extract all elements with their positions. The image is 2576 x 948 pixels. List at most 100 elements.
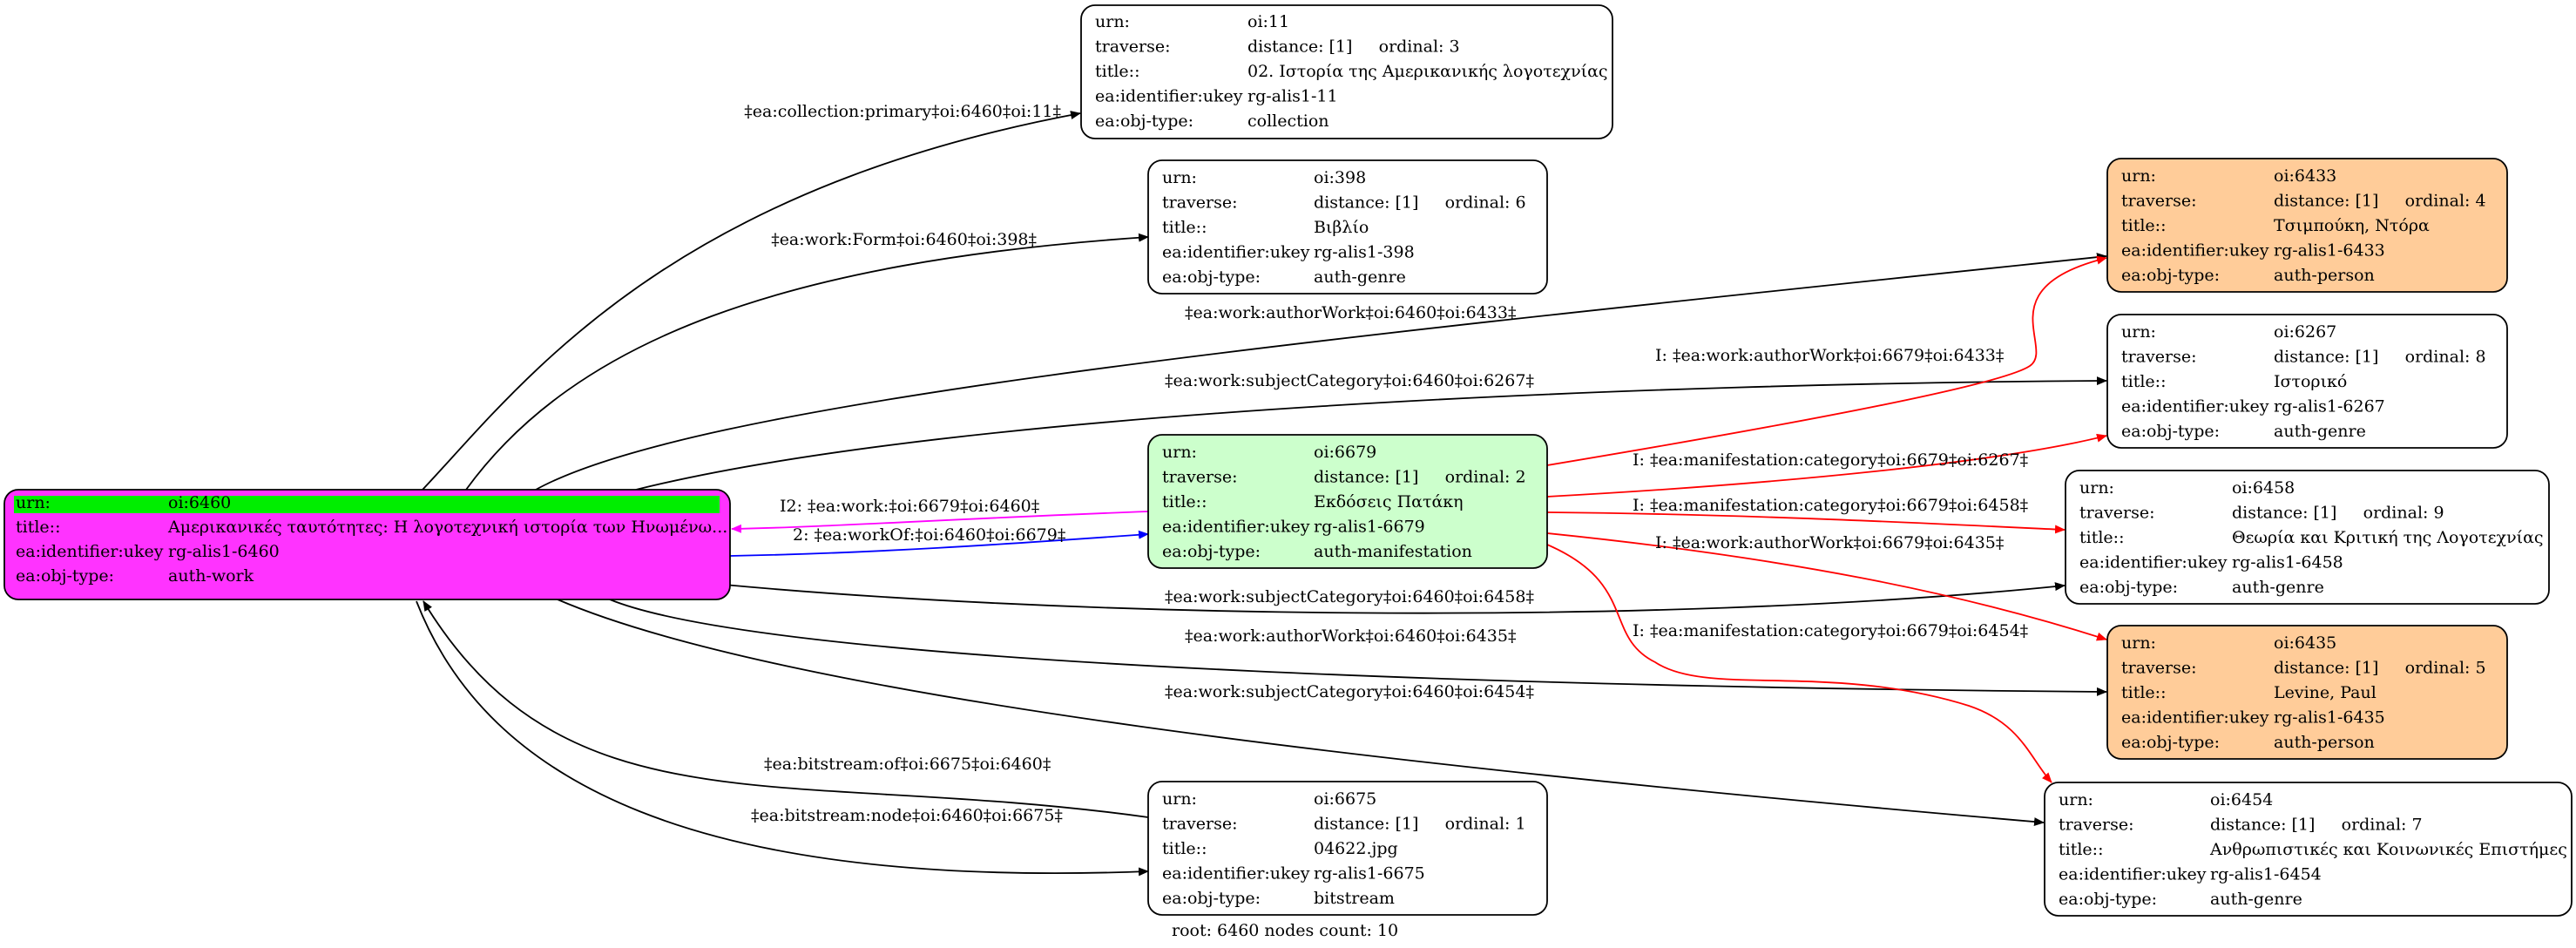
node-field-value: rg-alis1-6454: [2210, 865, 2322, 884]
node-field-key: title::: [2121, 683, 2166, 702]
node-6675[interactable]: urn: oi:6675 traverse: distance: [1] ordina…: [1147, 781, 1548, 916]
node-field-value: oi:11: [1247, 12, 1289, 31]
edge-label-manifestation-category-6267: I: ‡ea:manifestation:category‡oi:6679‡oi…: [1633, 450, 2028, 470]
node-field-value: 04622.jpg: [1314, 839, 1398, 858]
node-field-key: traverse:: [2121, 348, 2197, 367]
node-field-value: Βιβλίο: [1314, 218, 1369, 237]
node-field-key: ea:identifier:ukey: [1162, 518, 1310, 537]
node-field-value: oi:398: [1314, 168, 1366, 187]
node-field-key: urn:: [1162, 443, 1197, 462]
node-field-value: Θεωρία και Κριτική της Λογοτεχνίας: [2232, 528, 2544, 547]
node-field-key: ea:identifier:ukey: [2079, 553, 2228, 572]
node-field-key: ea:identifier:ukey: [2059, 865, 2207, 884]
edge-labels: ‡ea:collection:primary‡oi:6460‡oi:11‡ ‡e…: [744, 102, 2028, 825]
node-field-key: traverse:: [2121, 192, 2197, 211]
node-field-value: Levine, Paul: [2274, 683, 2377, 702]
edge-bitstream-of: [423, 600, 1149, 818]
node-field-value: rg-alis1-6433: [2274, 241, 2385, 261]
node-field-value: oi:6458: [2232, 478, 2295, 498]
node-field-key: ea:obj-type:: [2121, 266, 2220, 285]
node-field-key: ea:identifier:ukey: [1162, 864, 1310, 884]
edge-manifestation-category-6267: [1546, 433, 2107, 498]
edge-collection-primary: [422, 111, 1081, 491]
node-field-value: distance: [1] ordinal: 4: [2274, 192, 2486, 211]
edge-label-manifestation-authorwork-6435: I: ‡ea:work:authorWork‡oi:6679‡oi:6435‡: [1655, 533, 2004, 552]
node-6454[interactable]: urn: oi:6454 traverse: distance: [1] ordina…: [2044, 782, 2573, 917]
node-field-key: urn:: [2121, 633, 2156, 653]
node-field-key: title::: [16, 518, 60, 537]
node-field-value: rg-alis1-6679: [1314, 518, 1425, 537]
node-box: [1147, 781, 1548, 916]
node-field-key: urn:: [2059, 790, 2093, 809]
node-field-key: traverse:: [1162, 815, 1238, 834]
node-field-value: oi:6460: [168, 493, 231, 512]
node-field-key: title::: [2121, 372, 2166, 391]
node-field-value: rg-alis1-398: [1314, 243, 1415, 262]
node-field-value: distance: [1] ordinal: 3: [1247, 37, 1460, 57]
node-field-key: traverse:: [1162, 193, 1238, 213]
edge-label-manifestation-authorwork-6433: I: ‡ea:work:authorWork‡oi:6679‡oi:6433‡: [1655, 346, 2004, 365]
edge-label-work-subjectcategory-6458: ‡ea:work:subjectCategory‡oi:6460‡oi:6458…: [1165, 587, 1534, 606]
edge-bitstream-node: [416, 600, 1149, 877]
node-field-key: ea:identifier:ukey: [2121, 708, 2269, 728]
node-field-value: distance: [1] ordinal: 7: [2210, 816, 2423, 835]
node-field-value: oi:6454: [2210, 790, 2273, 809]
edge-work-form: [465, 233, 1149, 491]
node-box: [2044, 782, 2573, 917]
node-field-key: ea:obj-type:: [1162, 889, 1261, 908]
node-field-key: ea:identifier:ukey: [2121, 241, 2269, 261]
node-box: [1147, 159, 1548, 295]
node-field-value: distance: [1] ordinal: 8: [2274, 348, 2486, 367]
node-field-key: urn:: [2079, 478, 2114, 498]
node-field-value: distance: [1] ordinal: 1: [1314, 815, 1526, 834]
node-field-key: ea:identifier:ukey: [16, 542, 164, 561]
node-field-value: auth-work: [168, 566, 254, 586]
node-field-value: auth-manifestation: [1314, 542, 1472, 561]
edge-label-workof-6679: 2: ‡ea:workOf:‡oi:6460‡oi:6679‡: [793, 525, 1065, 545]
node-field-key: ea:obj-type:: [2079, 578, 2178, 597]
node-field-value: Ανθρωπιστικές και Κοινωνικές Επιστήμες: [2209, 840, 2567, 859]
node-box: [1147, 434, 1548, 569]
node-field-key: title::: [1095, 62, 1139, 81]
node-field-key: urn:: [1095, 12, 1130, 31]
node-field-key: urn:: [1162, 168, 1197, 187]
edge-label-manifestation-category-6454: I: ‡ea:manifestation:category‡oi:6679‡oi…: [1633, 621, 2028, 640]
node-field-value: rg-alis1-6460: [168, 542, 280, 561]
node-field-value: oi:6675: [1314, 789, 1376, 809]
node-field-value: Εκδόσεις Πατάκη: [1314, 492, 1464, 511]
node-field-key: title::: [2079, 528, 2124, 547]
node-field-key: title::: [1162, 839, 1207, 858]
node-field-value: rg-alis1-6435: [2274, 708, 2385, 728]
node-field-value: auth-genre: [1314, 267, 1406, 287]
graph-footer: root: 6460 nodes count: 10: [1172, 921, 1398, 940]
node-field-key: title::: [1162, 492, 1207, 511]
edge-manifestation-authorwork-6433: [1546, 255, 2107, 466]
node-field-value: oi:6433: [2274, 166, 2336, 186]
edge-label-work-subjectcategory-6454: ‡ea:work:subjectCategory‡oi:6460‡oi:6454…: [1165, 682, 1534, 701]
edge-label-work-subjectcategory-6267: ‡ea:work:subjectCategory‡oi:6460‡oi:6267…: [1165, 371, 1534, 390]
edge-manifestation-authorwork-6435: [1546, 532, 2107, 641]
node-field-key: ea:obj-type:: [2059, 890, 2157, 909]
node-field-value: auth-person: [2274, 733, 2375, 752]
urn-value-highlight: [166, 496, 720, 513]
node-field-key: traverse:: [2059, 816, 2134, 835]
node-field-value: oi:6267: [2274, 322, 2336, 342]
edge-label-manifestation-category-6458: I: ‡ea:manifestation:category‡oi:6679‡oi…: [1633, 496, 2028, 515]
edge-label-collection-primary: ‡ea:collection:primary‡oi:6460‡oi:11‡: [744, 102, 1061, 121]
node-field-key: title::: [2059, 840, 2103, 859]
edge-label-bitstream-node: ‡ea:bitstream:node‡oi:6460‡oi:6675‡: [751, 806, 1063, 825]
node-field-key: ea:obj-type:: [1162, 267, 1261, 287]
node-field-key: urn:: [1162, 789, 1197, 809]
edges: [416, 111, 2107, 877]
edge-work-inbound-6679: [731, 511, 1149, 533]
node-field-value: distance: [1] ordinal: 9: [2232, 504, 2444, 523]
